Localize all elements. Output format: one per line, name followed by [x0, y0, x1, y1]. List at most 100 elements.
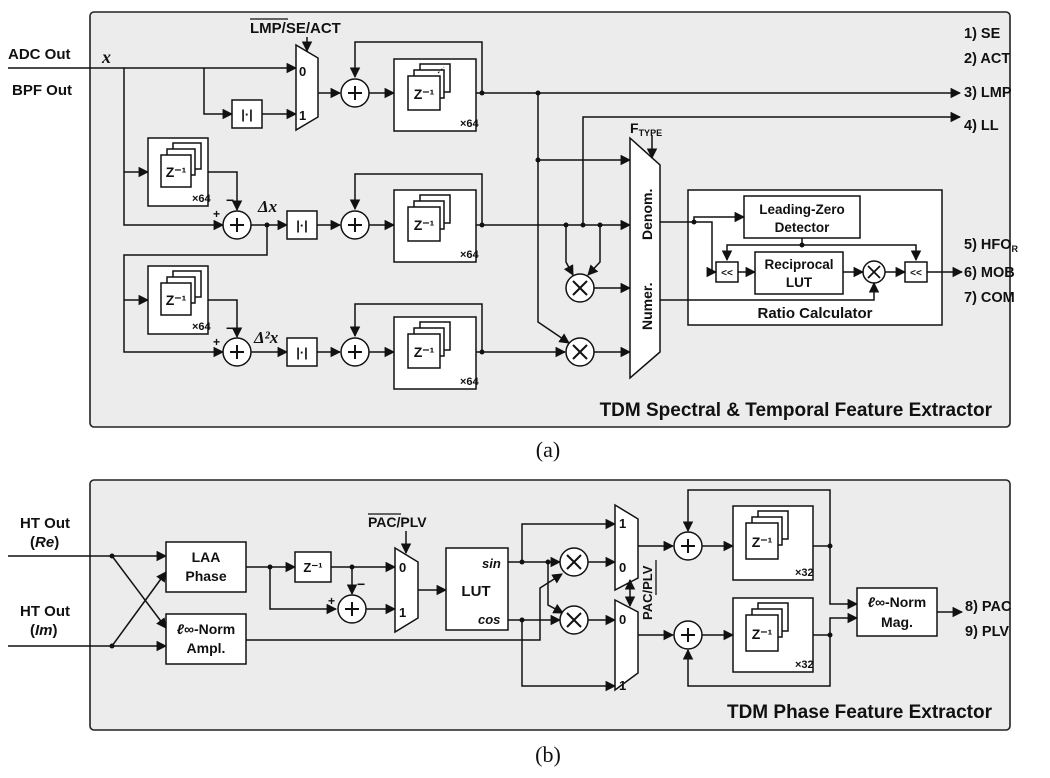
svg-text:−: − — [357, 576, 365, 592]
output-pac: 8) PAC — [965, 599, 1012, 615]
panel-a-title: TDM Spectral & Temporal Feature Extracto… — [600, 400, 993, 421]
panel-a: ADC Out BPF Out x Δx Δ²x 0 1 LMP/SE/ACT … — [8, 11, 1019, 428]
delay-bank-5: Z⁻¹ ×64 — [393, 316, 480, 390]
mux-b — [394, 546, 419, 634]
x-to-abs0 — [203, 68, 234, 120]
delay-bank-pac: Z⁻¹ ×32 — [732, 505, 814, 581]
feedback-1 — [349, 41, 483, 93]
signal-dx: Δx — [257, 197, 278, 216]
abs-label-1: |·| — [241, 107, 253, 122]
mux-cos-port0: 0 — [619, 612, 626, 627]
panel-a-caption: (a) — [536, 437, 560, 462]
ll-output-wire — [582, 111, 962, 225]
delay-pac: Z⁻¹ — [752, 534, 773, 550]
lzd-line1: Leading-Zero — [759, 202, 845, 217]
laa-line1: LAA — [192, 549, 221, 565]
linf-line2: Ampl. — [187, 640, 226, 656]
mux-b-port0: 0 — [399, 560, 406, 575]
input-bpf-out: BPF Out — [12, 82, 72, 99]
panel-b-caption: (b) — [535, 742, 561, 767]
mux-sin-port1: 1 — [619, 516, 626, 531]
ratio-calculator-label: Ratio Calculator — [757, 305, 872, 322]
delay-bank-plv: Z⁻¹ ×32 — [732, 597, 814, 673]
delay-1: Z⁻¹ — [414, 86, 435, 102]
mag-line2: Mag. — [881, 614, 913, 630]
sub-1-plus: + — [213, 207, 220, 221]
mag-line1: ℓ∞-Norm — [868, 594, 926, 610]
shift-left-1-label: << — [721, 268, 733, 279]
mux-top-select-label: LMP/SE/ACT — [250, 20, 341, 37]
output-com: 7) COM — [964, 290, 1015, 306]
output-hfo: 5) HFOR — [964, 237, 1019, 254]
svg-text:+: + — [213, 335, 220, 349]
cos-label: cos — [478, 612, 500, 627]
bank-2-multiplier: ×64 — [192, 193, 212, 205]
delay-5: Z⁻¹ — [414, 344, 435, 360]
bank-3-multiplier: ×64 — [460, 249, 480, 261]
input-adc-out: ADC Out — [8, 46, 71, 63]
numer-label: Numer. — [639, 283, 655, 330]
bank-1-multiplier: ×64 — [460, 118, 480, 130]
ftype-label: FTYPE — [630, 120, 662, 138]
recip-line1: Reciprocal — [764, 257, 833, 272]
mux-top-port1: 1 — [299, 108, 306, 123]
delay-bank-3: Z⁻¹ ×64 — [393, 189, 480, 263]
reciprocal-lut — [754, 251, 844, 295]
x-to-sub1 — [88, 67, 225, 231]
linf-norm-ampl — [165, 613, 247, 665]
linf-line1: ℓ∞-Norm — [177, 621, 235, 637]
svg-text:−: − — [226, 320, 234, 336]
mux-top — [295, 43, 319, 132]
bank-5-multiplier: ×64 — [460, 376, 480, 388]
signal-d2x: Δ²x — [253, 328, 279, 347]
lut-box — [445, 547, 509, 631]
abs-label-2: |·| — [296, 218, 308, 233]
output-mob: 6) MOB — [964, 265, 1015, 281]
laa-line2: Phase — [185, 568, 226, 584]
shift-left-2-label: << — [910, 268, 922, 279]
lut-label: LUT — [461, 583, 490, 600]
mux-sin-port0: 0 — [619, 560, 626, 575]
output-ll: 4) LL — [964, 118, 999, 134]
mux2-select-label: PAC/PLV — [640, 565, 655, 620]
output-plv: 9) PLV — [965, 624, 1009, 640]
input-ht-re-line1: HT Out — [20, 515, 70, 532]
bank-plv-multiplier: ×32 — [795, 659, 814, 671]
denom-label: Denom. — [639, 189, 655, 240]
bank-4-multiplier: ×64 — [192, 321, 212, 333]
signal-x: x — [101, 47, 111, 67]
numer-denom-mux — [629, 136, 661, 380]
abs-label-3: |·| — [296, 345, 308, 360]
delay-plv: Z⁻¹ — [752, 626, 773, 642]
panel-b: HT Out (Re) HT Out (Im) LAA Phase ℓ∞-Nor… — [8, 479, 1012, 731]
output-lmp: 3) LMP — [964, 85, 1012, 101]
feedback-2 — [349, 173, 483, 225]
laa-phase — [165, 541, 247, 593]
linf-norm-mag — [856, 587, 938, 637]
delay-phase — [294, 551, 332, 583]
bank-pac-multiplier: ×32 — [795, 567, 814, 579]
delay-2: Z⁻¹ — [166, 164, 187, 180]
abs-box-1 — [231, 99, 263, 129]
recip-line2: LUT — [786, 275, 813, 290]
input-ht-im-line2: (Im) — [30, 622, 58, 639]
dx-to-sub2 — [123, 225, 268, 358]
delay-bank-2: Z⁻¹ ×64 — [147, 137, 212, 207]
leading-zero-detector — [743, 195, 861, 239]
output-se: 1) SE — [964, 26, 1001, 42]
mux-b-port1: 1 — [399, 605, 406, 620]
mux-cos — [614, 598, 639, 692]
mux-sin — [614, 503, 639, 592]
delay-bank-1: Z⁻¹ ×64 — [393, 58, 480, 132]
panel-b-title: TDM Phase Feature Extractor — [727, 702, 993, 723]
svg-text:+: + — [328, 594, 335, 608]
lzd-line2: Detector — [775, 220, 831, 235]
abs-box-3 — [286, 337, 318, 367]
delay-phase-label: Z⁻¹ — [303, 560, 322, 575]
input-ht-re-line2: (Re) — [30, 534, 59, 551]
mux-b-select-label: PAC/PLV — [368, 514, 427, 530]
bank2-to-sub — [208, 171, 243, 212]
mux-top-port0: 0 — [299, 64, 306, 79]
sub-1-minus: − — [226, 192, 234, 208]
